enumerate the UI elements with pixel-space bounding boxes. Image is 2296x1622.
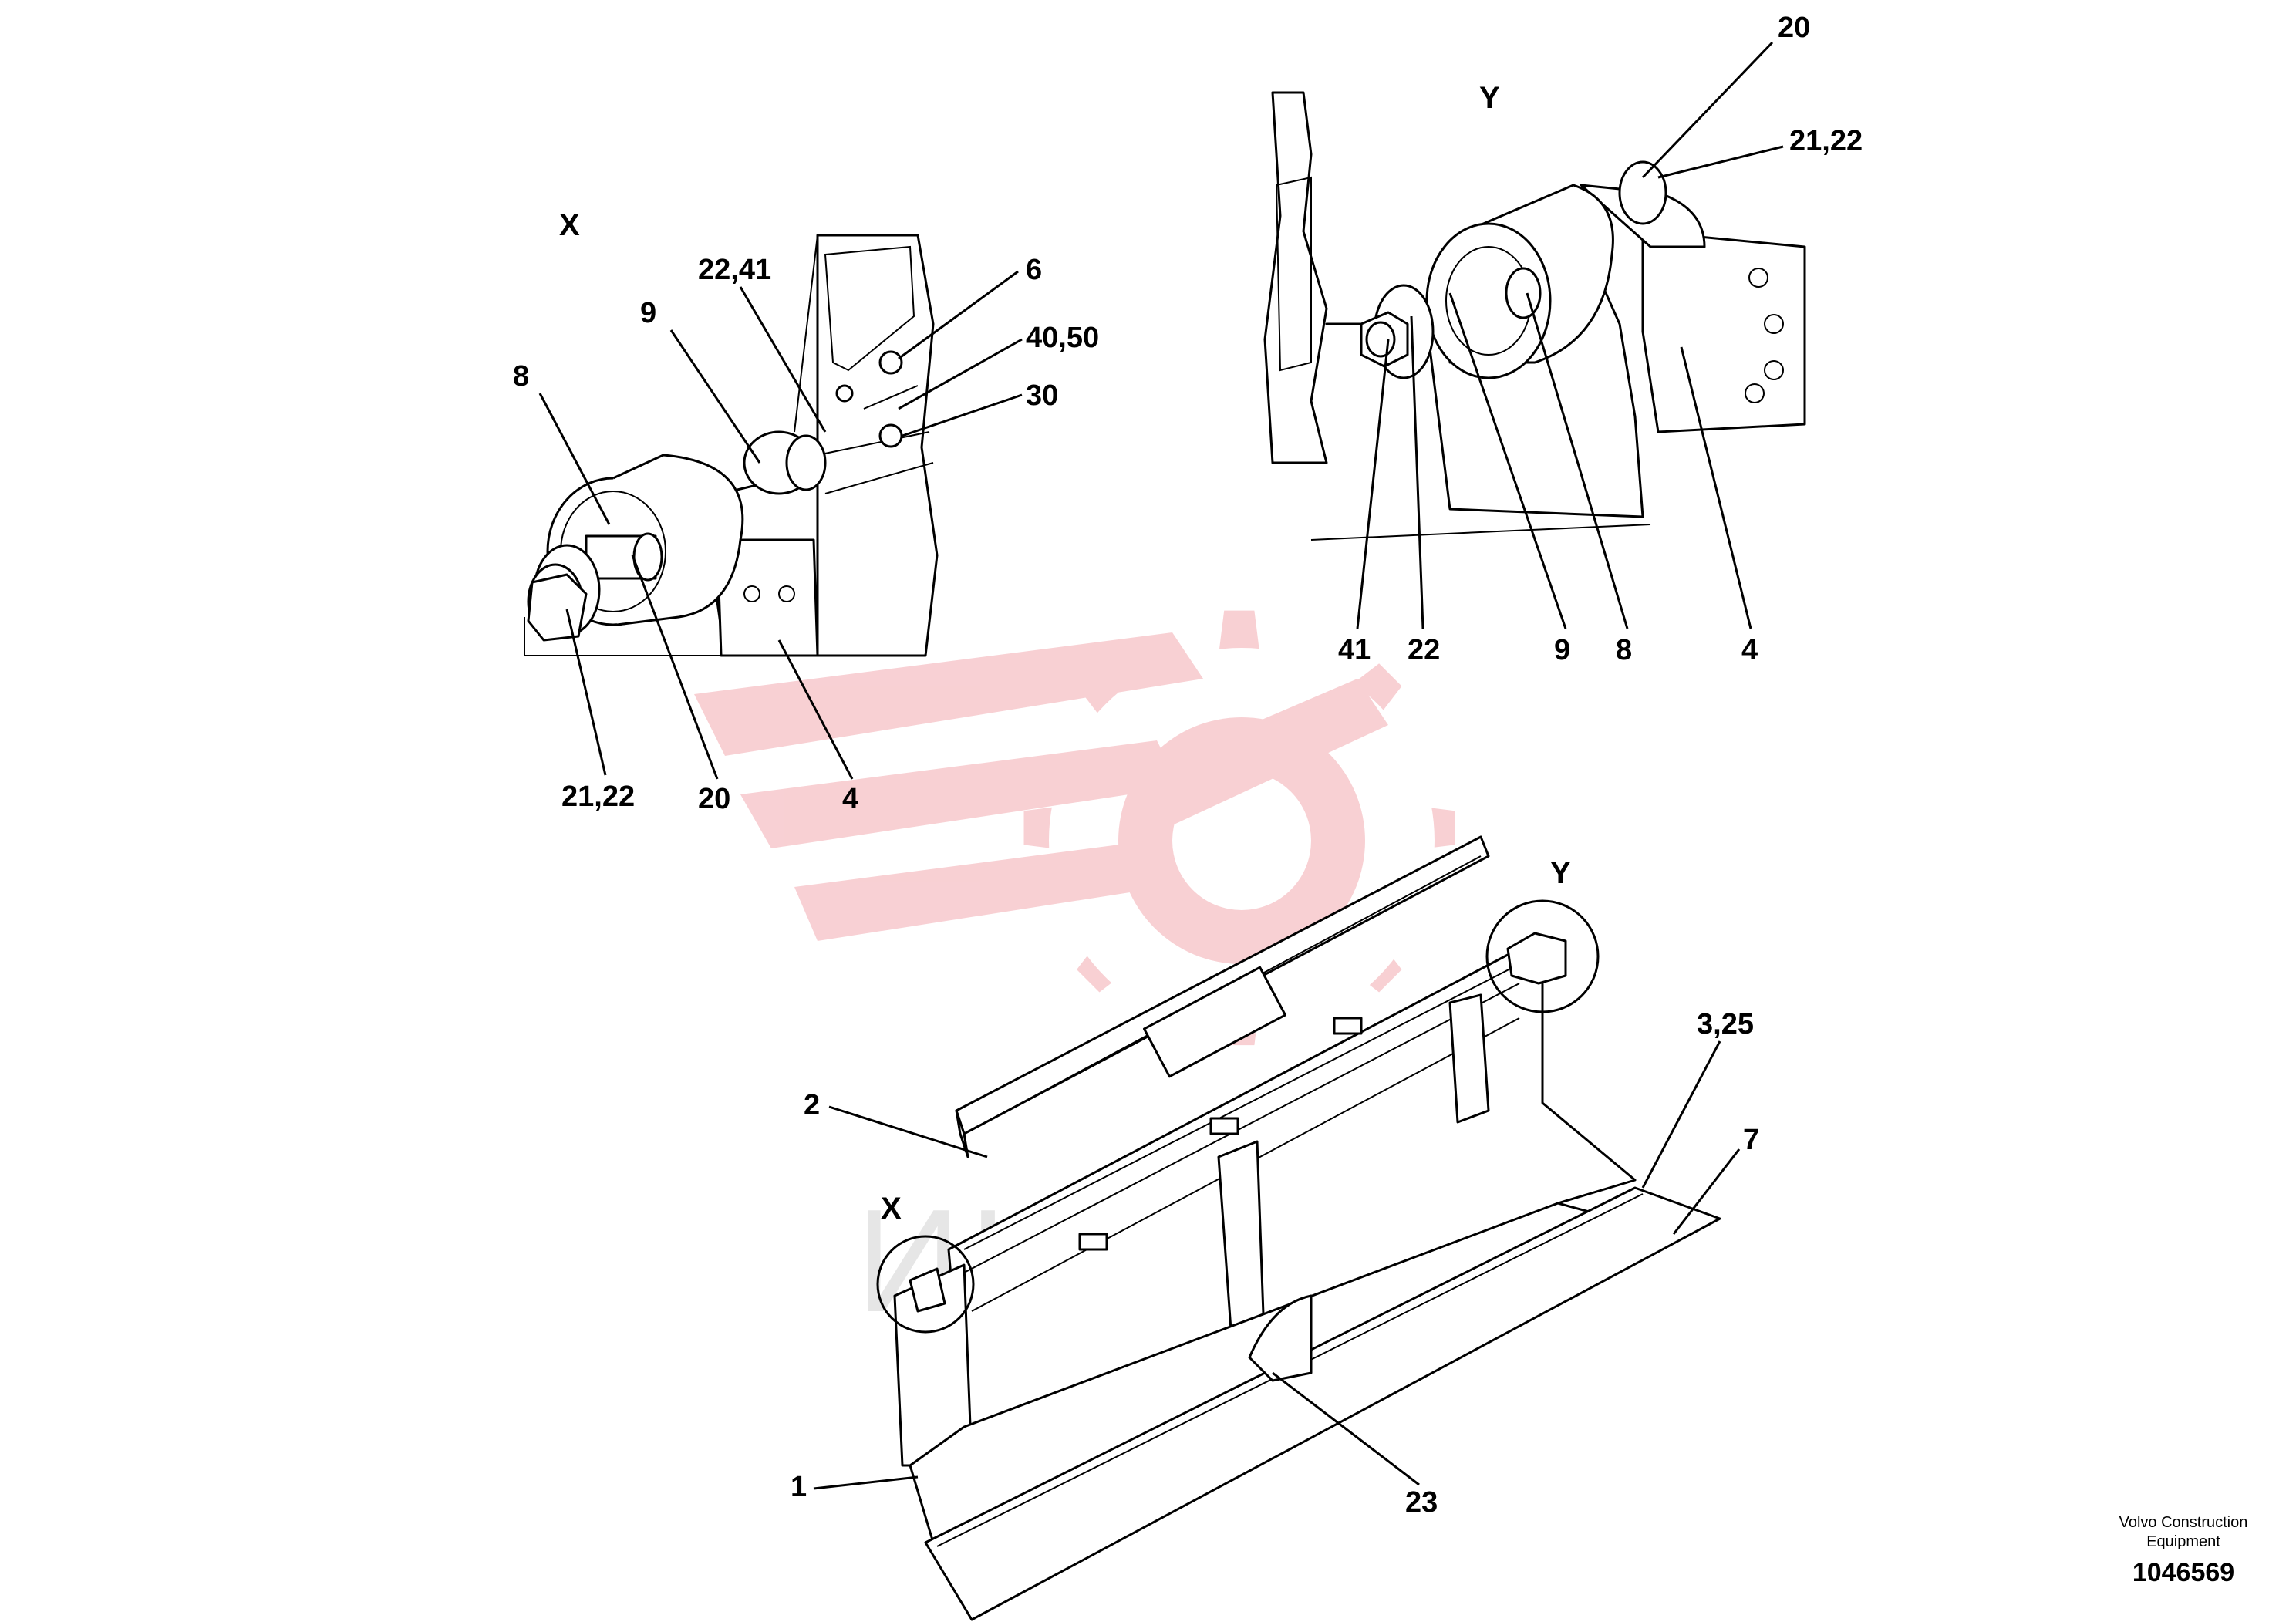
label-x-22-41: 22,41 [698,254,771,286]
label-y-9: 9 [1554,634,1570,666]
view-y-marker: Y [1550,856,1571,890]
main-assembly-drawing [876,835,1721,1621]
label-x-6: 6 [1026,254,1042,286]
label-y-8: 8 [1616,634,1632,666]
label-main-23: 23 [1405,1486,1438,1519]
leader-lines-main [813,1040,1741,1490]
label-main-2: 2 [804,1089,820,1121]
label-x-9: 9 [640,297,656,329]
label-x-30: 30 [1026,379,1058,412]
view-y-title: Y [1479,81,1500,115]
watermark-logo [694,610,1455,1046]
detail-x-drawing [524,234,939,657]
label-y-4: 4 [1741,634,1758,666]
manufacturer-line-1: Volvo Construction [2119,1514,2248,1531]
label-x-4: 4 [842,783,858,815]
label-y-41: 41 [1338,634,1371,666]
label-y-22: 22 [1408,634,1440,666]
label-x-20: 20 [698,783,730,815]
label-main-3-25: 3,25 [1697,1008,1754,1040]
leader-lines-y [1356,41,1784,629]
detail-y-drawing [1263,91,1806,541]
label-main-1: 1 [791,1471,807,1503]
label-x-40-50: 40,50 [1026,322,1099,354]
label-y-20: 20 [1778,12,1810,44]
label-y-21-22: 21,22 [1789,125,1863,157]
manufacturer-line-2: Equipment [2146,1533,2220,1550]
drawing-number: 1046569 [2132,1558,2234,1587]
label-main-7: 7 [1743,1124,1759,1156]
view-x-title: X [559,208,580,242]
view-x-marker: X [881,1192,902,1226]
label-x-21-22: 21,22 [561,781,635,813]
label-x-8: 8 [513,360,529,393]
leader-lines-x [538,270,1023,780]
